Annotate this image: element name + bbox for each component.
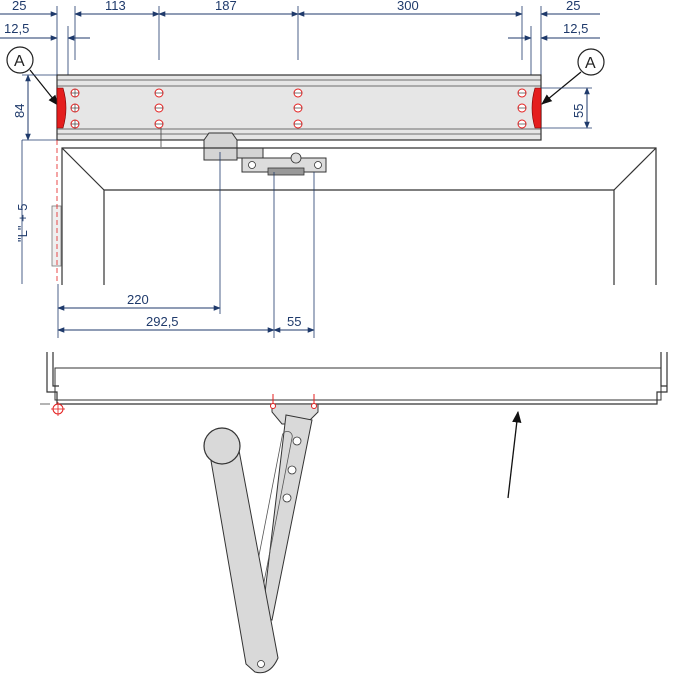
dim-55-bottom: 55 bbox=[287, 314, 301, 329]
hinge: "L" + 5 bbox=[15, 140, 62, 284]
dim-12-5-left: 12,5 bbox=[4, 21, 29, 36]
dim-25-right: 25 bbox=[566, 0, 580, 13]
bottom-dimensions: 220 292,5 55 bbox=[57, 292, 315, 333]
dim-12-5-right: 12,5 bbox=[563, 21, 588, 36]
dim-84: 84 bbox=[12, 104, 27, 118]
svg-text:A: A bbox=[14, 53, 25, 70]
dim-300: 300 bbox=[397, 0, 419, 13]
swing-arrow bbox=[507, 410, 522, 499]
callout-a-left: A bbox=[6, 46, 59, 106]
side-dimension-left: 84 bbox=[12, 74, 57, 141]
dim-55-right: 55 bbox=[571, 104, 586, 118]
svg-text:A: A bbox=[585, 55, 596, 72]
dim-187: 187 bbox=[215, 0, 237, 13]
dim-292-5: 292,5 bbox=[146, 314, 179, 329]
hole-column-4 bbox=[517, 88, 527, 129]
dim-113: 113 bbox=[105, 0, 126, 13]
hole-column-2 bbox=[154, 88, 164, 129]
dim-220: 220 bbox=[127, 292, 149, 307]
top-dimension-chain: 25 113 187 300 25 12,5 12,5 bbox=[0, 0, 600, 82]
hole-column-3 bbox=[293, 88, 303, 129]
closer-arm-assembly bbox=[203, 132, 327, 176]
door-frame bbox=[61, 147, 657, 285]
dim-25-left: 25 bbox=[12, 0, 26, 13]
door-top-view bbox=[40, 352, 668, 416]
end-cap-right bbox=[531, 87, 542, 129]
dim-hinge-l: "L" + 5 bbox=[15, 203, 30, 242]
side-dimension-right: 55 bbox=[541, 87, 592, 129]
callout-a-right: A bbox=[541, 48, 605, 105]
end-cap-left bbox=[56, 87, 67, 129]
arm-top-view bbox=[203, 394, 319, 674]
